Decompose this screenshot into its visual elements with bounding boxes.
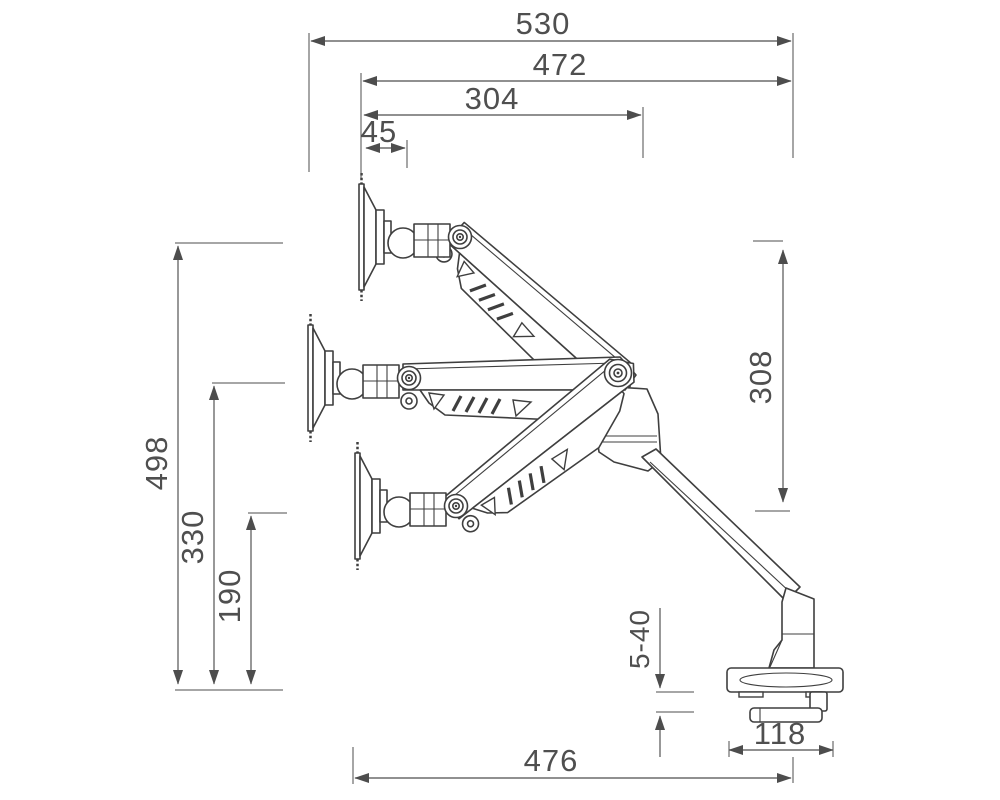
vesa-head-top [358, 173, 473, 301]
dim-45-label: 45 [361, 114, 397, 149]
elbow-joint-screw [603, 358, 633, 388]
dim-118: 118 [728, 716, 834, 756]
dim-476: 476 [354, 743, 792, 784]
dim-308: 308 [743, 249, 789, 503]
dim-476-label: 476 [524, 743, 579, 778]
dim-304-label: 304 [465, 81, 520, 116]
dim-5-40: 5-40 [624, 608, 666, 757]
dim-118-label: 118 [754, 716, 806, 751]
dim-530: 530 [310, 6, 792, 47]
dim-530-label: 530 [516, 6, 571, 41]
dim-330-label: 330 [175, 510, 210, 565]
vesa-head-middle [307, 314, 422, 442]
dim-330: 330 [175, 385, 220, 685]
forearm-and-clamp [595, 385, 844, 723]
vesa-head-bottom [354, 442, 469, 570]
dim-190: 190 [212, 515, 257, 685]
dim-304: 304 [363, 81, 642, 121]
dim-190-label: 190 [212, 569, 247, 624]
dim-472-label: 472 [533, 47, 588, 82]
dim-5-40-label: 5-40 [624, 609, 655, 669]
dim-472: 472 [362, 47, 792, 87]
dim-308-label: 308 [743, 350, 778, 405]
dim-45: 45 [361, 114, 406, 154]
dim-498-label: 498 [139, 436, 174, 491]
dim-498: 498 [139, 245, 184, 685]
extension-lines [175, 33, 834, 784]
arm-position-bottom [442, 358, 635, 533]
